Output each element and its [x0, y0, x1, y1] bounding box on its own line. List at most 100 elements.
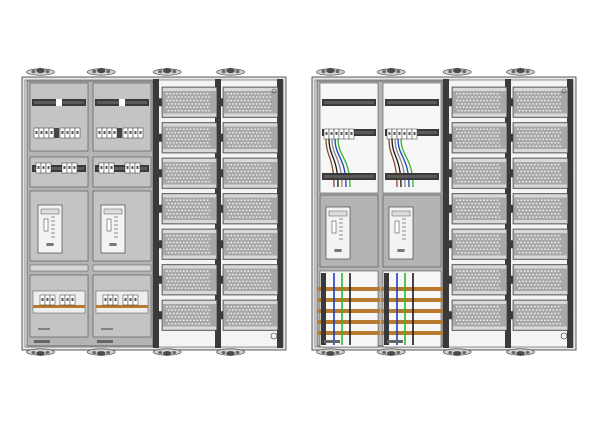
- screw-icon: [560, 332, 568, 340]
- screw-icon: [561, 88, 567, 94]
- vent-holes: [166, 164, 211, 183]
- vent-panel: [159, 264, 220, 296]
- vertical-rail: [567, 79, 573, 348]
- vent-holes: [517, 164, 562, 183]
- busbar-icon: [318, 298, 380, 302]
- circuit-breaker-icon: [35, 162, 52, 174]
- vent-panel: [510, 86, 571, 118]
- rotary-lock-icon: [376, 348, 406, 356]
- busbar-icon: [33, 305, 85, 308]
- vent-holes: [227, 93, 272, 112]
- divider-plate: [29, 264, 89, 272]
- circuit-breaker-icon: [59, 294, 76, 306]
- vent-holes: [456, 270, 501, 289]
- rotary-lock-icon: [86, 348, 116, 356]
- busbar-icon: [381, 331, 443, 335]
- vent-holes: [166, 199, 211, 218]
- din-rail: [32, 165, 86, 172]
- circuit-breaker-icon: [323, 128, 355, 140]
- vent-holes: [517, 128, 562, 147]
- circuit-breaker-icon: [33, 127, 55, 139]
- vertical-rail: [443, 79, 447, 348]
- vent-panel: [220, 86, 281, 118]
- rotary-lock-icon: [216, 67, 245, 76]
- electricity-meter-icon: [388, 206, 414, 260]
- vertical-rail: [153, 79, 157, 348]
- screw-icon: [270, 332, 278, 340]
- circuit-breaker-icon: [122, 127, 144, 139]
- rotary-lock-icon: [506, 348, 535, 356]
- label-tab: [387, 340, 403, 343]
- vent-panel: [220, 157, 281, 189]
- busbar-icon: [318, 331, 380, 335]
- rotary-lock-icon: [442, 67, 472, 76]
- vent-holes: [517, 93, 562, 112]
- vent-panel: [449, 193, 510, 225]
- vent-panel: [159, 193, 220, 225]
- busbar-icon: [318, 309, 380, 313]
- vent-holes: [227, 128, 272, 147]
- circuit-breaker-icon: [102, 294, 119, 306]
- rotary-lock-icon: [26, 348, 55, 356]
- vent-holes: [227, 164, 272, 183]
- vent-panel: [220, 228, 281, 260]
- rotary-lock-icon: [152, 348, 182, 356]
- rotary-lock-icon: [316, 348, 345, 356]
- vent-holes: [517, 270, 562, 289]
- vent-panel: [510, 122, 571, 154]
- vent-panel: [159, 157, 220, 189]
- vent-panel: [449, 228, 510, 260]
- circuit-breaker-icon: [39, 294, 56, 306]
- wire: [394, 138, 406, 188]
- wire: [337, 138, 351, 188]
- vent-holes: [227, 199, 272, 218]
- busbar-icon: [381, 320, 443, 324]
- rotary-lock-icon: [152, 67, 182, 76]
- vent-panel: [449, 157, 510, 189]
- electricity-meter-icon: [37, 204, 63, 254]
- vent-holes: [227, 270, 272, 289]
- rotary-lock-icon: [86, 67, 116, 76]
- vent-panel: [449, 122, 510, 154]
- vent-holes: [456, 306, 501, 325]
- label-tab: [324, 340, 340, 343]
- vent-panel: [159, 122, 220, 154]
- busbar-icon: [318, 320, 380, 324]
- wire: [400, 138, 414, 188]
- rotary-lock-icon: [376, 67, 406, 76]
- din-rail: [322, 99, 376, 106]
- vent-panel: [510, 157, 571, 189]
- vent-holes: [456, 235, 501, 254]
- rotary-lock-icon: [216, 348, 245, 356]
- circuit-breaker-icon: [61, 162, 78, 174]
- circuit-breaker-icon: [124, 162, 141, 174]
- vent-panel: [510, 299, 571, 331]
- vent-panel: [220, 193, 281, 225]
- vent-panel: [159, 228, 220, 260]
- cabinet-closed-view: [21, 67, 287, 356]
- wire: [328, 138, 339, 188]
- rotary-lock-icon: [442, 348, 472, 356]
- rotary-lock-icon: [506, 67, 535, 76]
- vent-panel: [510, 264, 571, 296]
- din-rail: [95, 165, 149, 172]
- vent-holes: [166, 128, 211, 147]
- busbar-icon: [381, 309, 443, 313]
- circuit-breaker-icon: [386, 128, 418, 140]
- din-rail: [322, 173, 376, 180]
- rotary-lock-icon: [316, 67, 345, 76]
- din-rail: [385, 173, 439, 180]
- vent-panel: [159, 86, 220, 118]
- vent-holes: [456, 128, 501, 147]
- rotary-lock-icon: [26, 67, 55, 76]
- label-tab: [97, 340, 113, 343]
- vent-holes: [227, 306, 272, 325]
- circuit-breaker-icon: [59, 127, 81, 139]
- circuit-breaker-icon: [98, 162, 115, 174]
- vertical-rail: [505, 79, 511, 348]
- vent-holes: [517, 306, 562, 325]
- vent-holes: [166, 235, 211, 254]
- wire: [388, 138, 398, 188]
- vent-panel: [220, 299, 281, 331]
- vent-holes: [517, 199, 562, 218]
